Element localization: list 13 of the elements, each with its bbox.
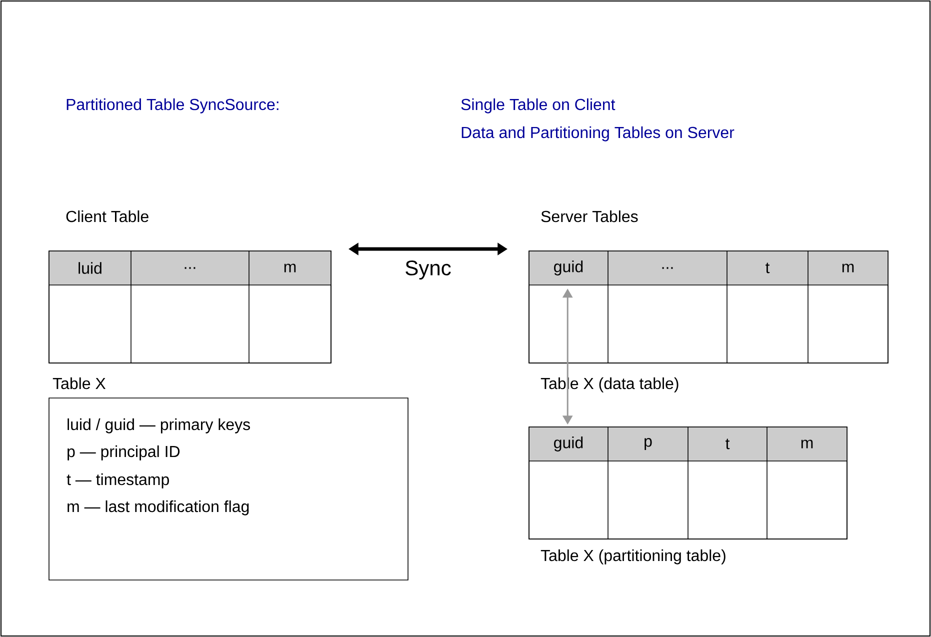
subtitle: Single Table on Client [461,98,616,114]
table-caption: Client Table [66,210,148,222]
title: Partitioned Table SyncSource: [66,98,278,114]
table-caption: Table X (partitioning table) [540,549,726,564]
subtitle: Data and Partitioning Tables on Server [462,126,734,142]
key-box: luid / guid — primary keys p — principal ID t — timestamp m — last modification flag [48,398,408,580]
table-caption: Table X [52,377,106,390]
table: guid ... t m [528,250,888,364]
edge-label: Sync [406,260,451,280]
table-caption: Server Tables [541,210,638,222]
table: luid ... m [48,250,332,364]
table-caption: Table X (data table) [540,377,678,392]
table: guid p t m [528,426,848,540]
